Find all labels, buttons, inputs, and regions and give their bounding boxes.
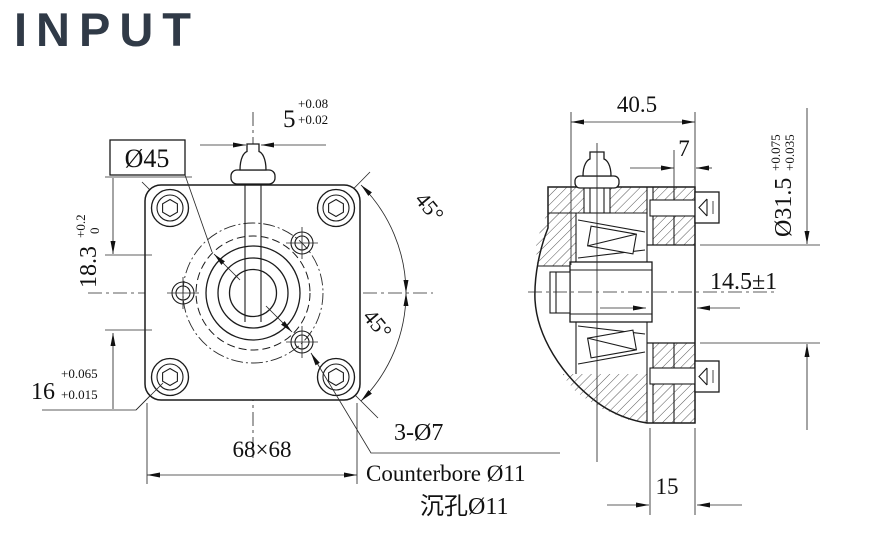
dim-tip-width: 5 +0.08 +0.02 [283, 96, 328, 133]
drawing-title: INPUT [14, 3, 200, 56]
svg-text:0: 0 [87, 228, 102, 235]
section-view: 40.5 7 Ø31.5 +0.075 +0.035 14.5±1 [528, 92, 820, 515]
svg-text:18.3: 18.3 [76, 246, 102, 288]
dim-plate-thickness: 7 [678, 136, 690, 161]
hatch-bottom [563, 374, 647, 423]
hub-circle [217, 257, 289, 329]
tapered-bearing-top [575, 213, 646, 266]
svg-text:Ø31.5: Ø31.5 [771, 178, 797, 237]
cap-screw-bottom [649, 360, 720, 393]
dim-pilot-diameter: Ø45 [125, 144, 170, 173]
dim-plate-offset: 15 [656, 474, 679, 499]
svg-text:+0.2: +0.2 [73, 214, 88, 238]
counterbore-note-zh: 沉孔Ø11 [420, 493, 508, 520]
boss-circle [205, 245, 301, 341]
basic-dim-box [109, 139, 186, 176]
hatch-top [536, 187, 647, 266]
dim-angle-upper: 45° [410, 187, 449, 227]
dim-bolt-holes: 3-Ø7 [394, 420, 443, 446]
pilot-circle-dashed [195, 235, 311, 351]
svg-text:+0.075: +0.075 [768, 134, 783, 171]
svg-text:+0.015: +0.015 [61, 387, 98, 402]
svg-text:+0.035: +0.035 [782, 134, 797, 171]
front-view: 5 +0.08 +0.02 Ø45 18.3 +0.2 0 [31, 96, 560, 520]
dim-hub-depth: 14.5±1 [710, 269, 777, 295]
svg-text:16: 16 [31, 379, 55, 405]
svg-text:5: 5 [283, 106, 296, 133]
dim-key-height: 18.3 +0.2 0 [73, 214, 102, 288]
shaft-end [549, 271, 571, 314]
cap-screw-top [649, 191, 720, 224]
dim-overall-width: 40.5 [617, 92, 657, 117]
svg-text:+0.065: +0.065 [61, 366, 98, 381]
dim-square-size: 68×68 [233, 437, 292, 462]
center-bore [228, 268, 278, 318]
dim-angle-lower: 45° [358, 304, 397, 344]
bolt-circle-dashdot [182, 222, 324, 364]
flange-outline [144, 184, 361, 401]
dim-key-width: 16 +0.065 +0.015 [31, 366, 98, 405]
tapered-bearing-bottom [575, 322, 646, 374]
svg-text:+0.08: +0.08 [298, 96, 328, 111]
grease-fitting-dome [239, 143, 267, 171]
svg-text:+0.02: +0.02 [298, 112, 328, 127]
dim-bearing-bore: Ø31.5 +0.075 +0.035 [768, 134, 797, 237]
grease-fitting-flange [230, 169, 276, 185]
counterbore-note-en: Counterbore Ø11 [366, 461, 525, 486]
